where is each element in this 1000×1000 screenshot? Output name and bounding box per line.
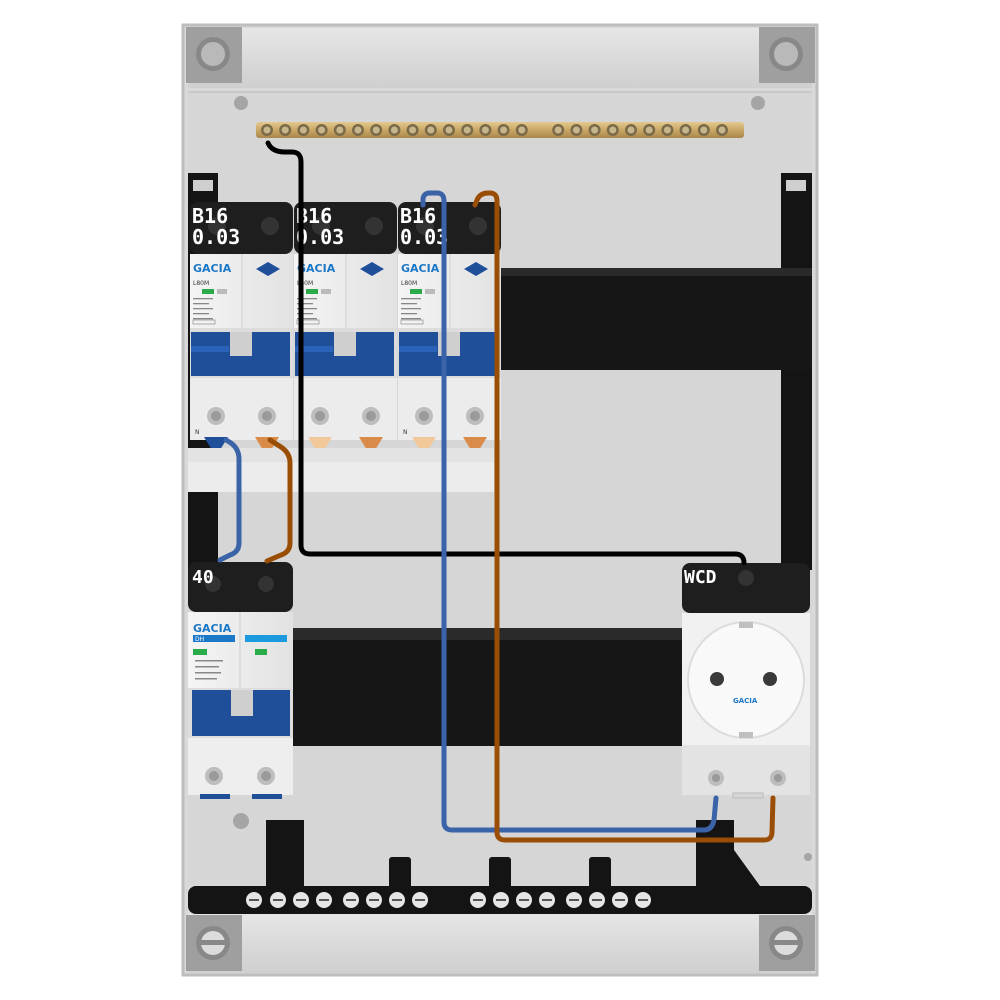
wire-neutral-blue-socket	[420, 190, 719, 833]
main-switch-model: DH	[195, 636, 204, 643]
terminal-screw	[343, 892, 359, 908]
rcbo-model: L80M	[297, 280, 313, 287]
bottom-cover	[188, 913, 812, 973]
rcbo-rating: B16	[400, 204, 436, 228]
wire-live-brown-main	[264, 437, 293, 564]
rcbo-group: B160.03GACIAL80MNB160.03GACIAL80MB160.03…	[190, 202, 501, 450]
right-vertical-rail	[781, 173, 812, 570]
terminal-screw	[246, 892, 262, 908]
socket-label: WCD	[684, 567, 717, 588]
diamond-logo-icon	[256, 262, 280, 276]
rcbo-sensitivity: 0.03	[296, 225, 344, 249]
neutral-mark: N	[403, 429, 408, 436]
busbar-screw	[625, 124, 637, 136]
busbar-screw	[661, 124, 674, 136]
busbar-screw	[679, 124, 692, 136]
corner-mount-top-left	[186, 27, 242, 83]
terminal-screw	[589, 892, 605, 908]
busbar-screw	[261, 124, 273, 136]
busbar-screw	[479, 124, 492, 136]
busbar-screw	[497, 124, 510, 136]
terminal-screw	[270, 892, 286, 908]
busbar-screw	[643, 124, 656, 136]
wiring	[217, 140, 776, 843]
busbar-screw	[424, 124, 437, 136]
din-rail-top	[488, 270, 812, 370]
socket-brand: GACIA	[733, 697, 758, 705]
terminal-screw	[516, 892, 532, 908]
socket-face[interactable]	[687, 621, 805, 739]
wire-earth-black	[265, 140, 747, 566]
terminal-screw	[493, 892, 509, 908]
busbar-screw	[716, 124, 728, 136]
terminal-screw	[293, 892, 309, 908]
busbar-screw	[352, 124, 364, 136]
corner-mount-bottom-left	[186, 915, 242, 971]
busbar-screw	[588, 124, 601, 136]
terminal-screw	[470, 892, 486, 908]
wall-socket: WCD GACIA	[682, 563, 810, 799]
main-switch: 40 GACIA DH	[188, 562, 293, 799]
bottom-terminal-bar	[188, 820, 812, 914]
rcbo-model: L80M	[401, 280, 417, 287]
rcbo-brand: GACIA	[193, 262, 232, 275]
busbar-screw	[315, 124, 328, 136]
earth-busbar	[256, 122, 744, 138]
wire-neutral-blue-main	[217, 437, 242, 563]
busbar-screw	[606, 124, 619, 136]
terminal-screw	[635, 892, 651, 908]
socket-pin-hole-right	[763, 672, 777, 686]
busbar-screw	[461, 124, 474, 136]
busbar-screw	[406, 124, 419, 136]
rcbo-brand: GACIA	[297, 262, 336, 275]
busbar-screw	[388, 124, 401, 136]
terminal-screw	[612, 892, 628, 908]
busbar-screw	[570, 124, 583, 136]
corner-mount-top-right	[759, 27, 815, 83]
busbar-screw	[515, 124, 528, 136]
terminal-screw	[566, 892, 582, 908]
screw-hole	[804, 853, 812, 861]
rcbo-sensitivity: 0.03	[192, 225, 240, 249]
terminal-screw	[316, 892, 332, 908]
terminal-screw	[412, 892, 428, 908]
busbar-screw	[333, 124, 346, 136]
busbar-screw	[697, 124, 710, 136]
diamond-logo-icon	[464, 262, 488, 276]
rcbo-sensitivity: 0.03	[400, 225, 448, 249]
busbar-screw	[552, 124, 565, 136]
busbar-screw	[279, 124, 292, 136]
screw-hole	[751, 96, 765, 110]
terminal-screw	[539, 892, 555, 908]
rcbo-rating: B16	[192, 204, 228, 228]
wire-live-brown-socket	[472, 190, 776, 843]
screw-hole	[234, 96, 248, 110]
neutral-mark: N	[195, 429, 200, 436]
socket-pin-hole-left	[710, 672, 724, 686]
terminal-screw	[389, 892, 405, 908]
main-switch-rating: 40	[192, 567, 214, 588]
busbar-screw	[370, 124, 383, 136]
screw-hole	[233, 813, 249, 829]
terminal-screw	[366, 892, 382, 908]
rcbo-model: L80M	[193, 280, 209, 287]
din-rail-middle	[290, 628, 682, 746]
diamond-logo-icon	[360, 262, 384, 276]
busbar-screw	[297, 124, 310, 136]
top-cover	[188, 28, 812, 88]
main-switch-brand: GACIA	[193, 622, 232, 635]
rcbo-brand: GACIA	[401, 262, 440, 275]
corner-mount-bottom-right	[759, 915, 815, 971]
busbar-screw	[443, 124, 455, 136]
